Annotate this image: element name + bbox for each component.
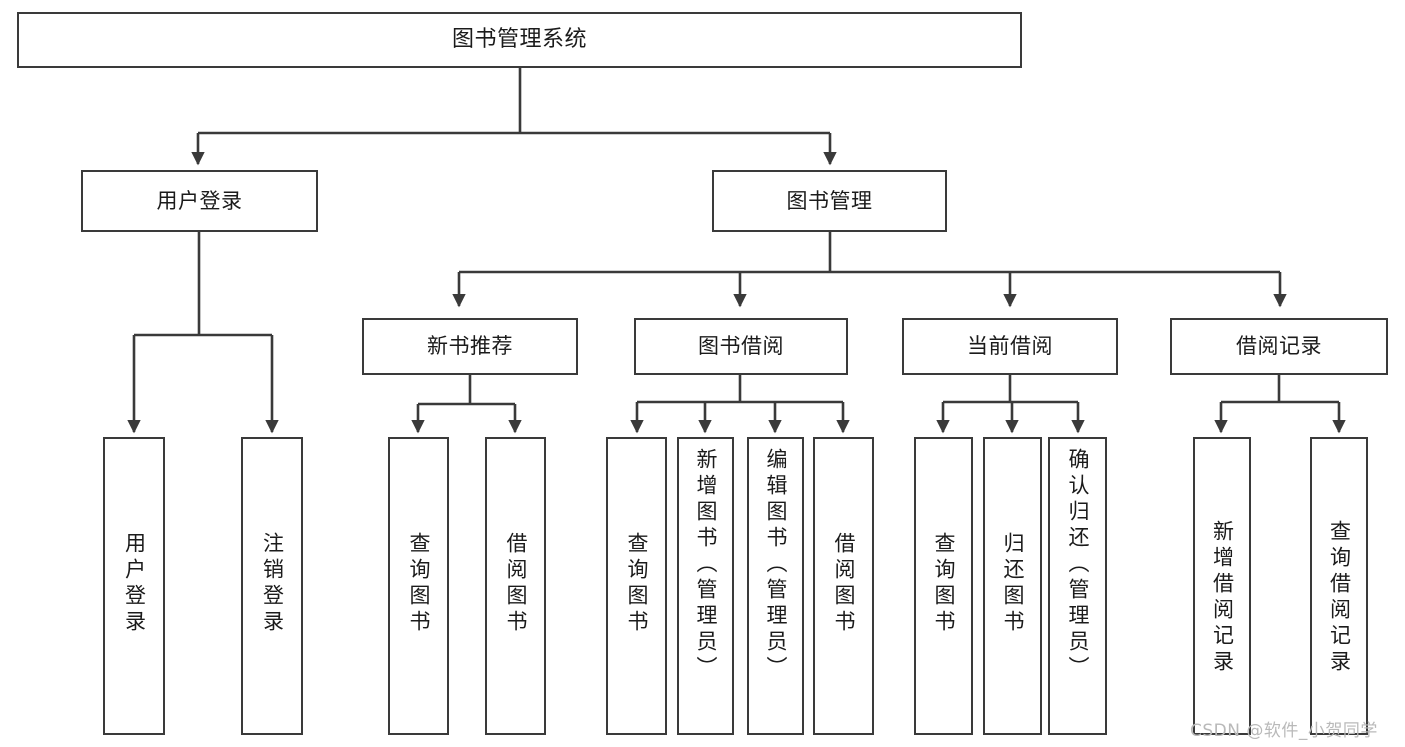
node-root-book-management-system[interactable]: 图书管理系统 [17, 12, 1022, 68]
node-book-borrowing[interactable]: 图书借阅 [634, 318, 848, 375]
node-leaf-borrow-book-recommendation[interactable]: 借阅图书 [485, 437, 546, 735]
node-label: 归还图书 [1001, 532, 1025, 636]
node-leaf-query-book-current[interactable]: 查询图书 [914, 437, 973, 735]
node-label: 图书借阅 [698, 334, 784, 359]
node-leaf-query-book-borrowing[interactable]: 查询图书 [606, 437, 667, 735]
node-leaf-query-borrowing-record[interactable]: 查询借阅记录 [1310, 437, 1368, 735]
node-label: 编辑图书（管理员） [764, 448, 788, 682]
node-label: 借阅记录 [1236, 334, 1322, 359]
node-leaf-user-login[interactable]: 用户登录 [103, 437, 165, 735]
node-leaf-add-book-admin[interactable]: 新增图书（管理员） [677, 437, 734, 735]
node-new-book-recommendation[interactable]: 新书推荐 [362, 318, 578, 375]
node-leaf-confirm-return-admin[interactable]: 确认归还（管理员） [1048, 437, 1107, 735]
node-label: 图书管理系统 [451, 27, 587, 53]
node-label: 查询图书 [932, 532, 956, 636]
node-label: 借阅图书 [504, 532, 528, 636]
node-leaf-query-book-recommendation[interactable]: 查询图书 [388, 437, 449, 735]
node-label: 新书推荐 [427, 334, 513, 359]
node-label: 用户登录 [122, 532, 147, 636]
node-label: 借阅图书 [832, 532, 856, 636]
node-book-management[interactable]: 图书管理 [712, 170, 947, 232]
node-label: 查询借阅记录 [1327, 520, 1352, 676]
node-label: 图书管理 [786, 188, 873, 213]
node-label: 查询图书 [625, 532, 649, 636]
node-borrowing-record[interactable]: 借阅记录 [1170, 318, 1388, 375]
node-label: 新增图书（管理员） [694, 448, 718, 682]
node-label: 确认归还（管理员） [1066, 448, 1090, 682]
node-label: 用户登录 [156, 188, 243, 213]
node-leaf-edit-book-admin[interactable]: 编辑图书（管理员） [747, 437, 804, 735]
node-label: 当前借阅 [967, 334, 1053, 359]
node-leaf-logout[interactable]: 注销登录 [241, 437, 303, 735]
node-label: 查询图书 [407, 532, 431, 636]
node-current-borrowing[interactable]: 当前借阅 [902, 318, 1118, 375]
node-user-login[interactable]: 用户登录 [81, 170, 318, 232]
node-leaf-add-borrowing-record[interactable]: 新增借阅记录 [1193, 437, 1251, 735]
node-leaf-borrow-book-borrowing[interactable]: 借阅图书 [813, 437, 874, 735]
csdn-watermark: CSDN @软件_小贺同学 [1190, 721, 1378, 741]
node-leaf-return-book[interactable]: 归还图书 [983, 437, 1042, 735]
node-label: 注销登录 [260, 532, 285, 636]
node-label: 新增借阅记录 [1210, 520, 1235, 676]
